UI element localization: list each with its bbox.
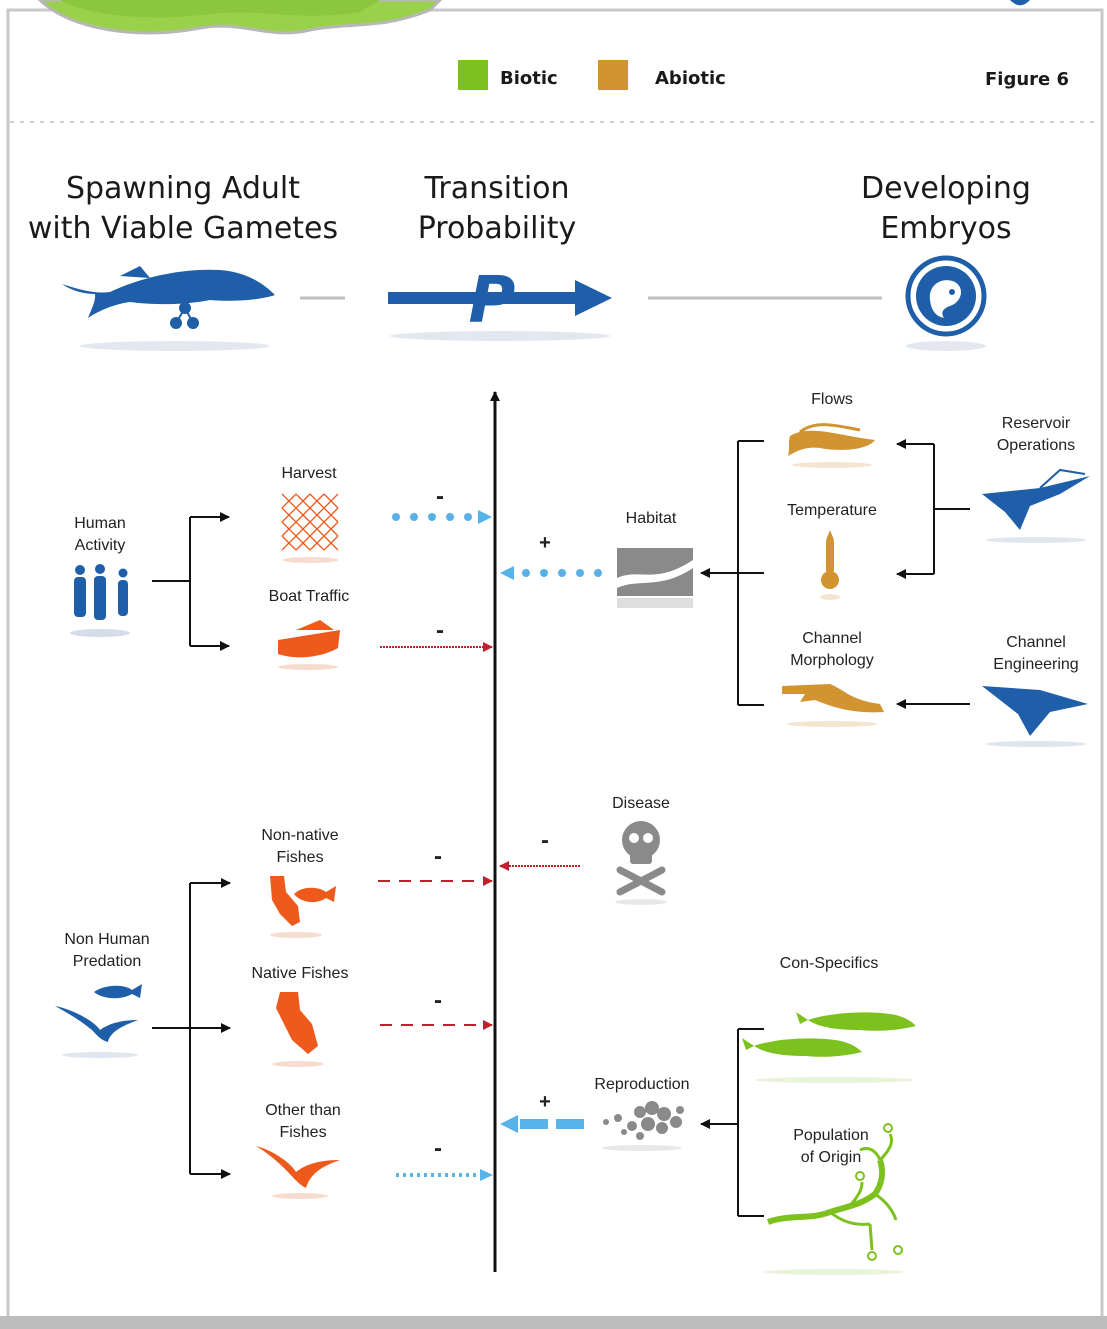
habitat-sign: + [539,532,551,554]
channel-engineering-icon [982,686,1088,747]
con-specifics-icon [742,1012,916,1083]
legend-biotic-swatch [458,60,488,90]
boat-traffic-label: Boat Traffic [269,588,350,605]
channel-engineering-label-line1: Channel [1006,634,1066,651]
boat-icon [278,620,340,670]
reservoir-label-line1: Reservoir [1002,415,1071,432]
flows-icon [788,423,875,468]
logo-remnant [37,0,443,35]
channel-morphology-label-line2: Morphology [790,652,874,669]
channel-morphology-icon [782,684,884,727]
disease-label: Disease [612,795,670,812]
temperature-label: Temperature [787,502,877,519]
human-activity-bracket [152,512,230,651]
eggs-icon [602,1101,684,1151]
header-remnant-mark [1010,0,1030,6]
habitat-bracket [737,440,764,706]
habitat-icon [617,548,693,608]
flows-label: Flows [811,391,853,408]
non-native-sign: - [434,843,442,870]
habitat-label: Habitat [626,510,677,527]
reproduction-arrow [500,1115,584,1133]
from-stage-title-line1: Spawning Adult [66,171,300,206]
habitat-arrow [500,566,602,580]
legend-biotic-label: Biotic [500,68,558,89]
harvest-arrow [392,510,492,524]
human-activity-label-line1: Human [74,515,126,532]
population-label-line2: of Origin [801,1149,861,1166]
predation-icon [55,984,142,1058]
transition-p-arrow: P [388,264,612,341]
harvest-label: Harvest [281,465,337,482]
non-native-label-line2: Fishes [276,849,323,866]
disease-sign: - [541,827,549,854]
fishing-net-icon [281,493,339,563]
non-native-fish-icon [270,876,336,938]
stage-titles: Spawning Adult with Viable Gametes Trans… [28,171,1031,246]
reproduction-sign: + [539,1091,551,1113]
to-stage-title-line2: Embryos [880,211,1011,246]
channel-engineering-label-line2: Engineering [993,656,1078,673]
skull-crossbones-icon [615,821,667,905]
reproduction-bracket [700,1028,764,1217]
other-than-label-line2: Fishes [279,1124,326,1141]
native-sign: - [434,987,442,1014]
non-human-bracket [152,878,231,1179]
boat-sign: - [436,617,444,644]
other-arrow [396,1169,493,1181]
bird-icon [256,1146,340,1199]
con-specifics-label: Con-Specifics [780,955,879,972]
legend-abiotic-swatch [598,60,628,90]
thermometer-icon [820,530,840,600]
sturgeon-icon [62,266,275,351]
population-label-line1: Population [793,1127,869,1144]
non-human-label-line2: Predation [73,953,142,970]
reproduction-label: Reproduction [594,1076,689,1093]
p-symbol: P [469,264,516,338]
bottom-bar [0,1316,1107,1329]
embryo-icon [905,255,987,351]
harvest-sign: - [436,483,444,510]
people-icon [70,564,130,637]
from-stage-title-line2: with Viable Gametes [28,211,338,246]
reservoir-label-line2: Operations [997,437,1075,454]
figure-label: Figure 6 [985,69,1069,90]
legend: Biotic Abiotic Figure 6 [458,60,1069,90]
other-than-label-line1: Other than [265,1102,341,1119]
human-activity-label-line2: Activity [75,537,126,554]
other-sign: - [434,1135,442,1162]
channel-morphology-label-line1: Channel [802,630,862,647]
to-stage-title-line1: Developing [861,171,1031,206]
transition-title-line1: Transition [423,171,569,206]
native-fishes-label: Native Fishes [252,965,349,982]
reservoir-bracket [896,439,970,579]
native-fish-icon [272,992,324,1067]
reservoir-icon [982,468,1090,543]
transition-title-line2: Probability [418,211,577,246]
non-human-label-line1: Non Human [64,931,149,948]
legend-abiotic-label: Abiotic [655,68,726,89]
non-native-label-line1: Non-native [261,827,338,844]
river-network-icon [764,1123,904,1275]
